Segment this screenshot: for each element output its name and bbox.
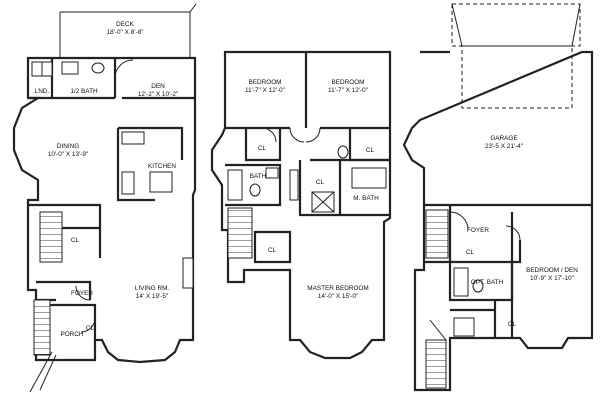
mbath-label: M. BATH — [353, 195, 379, 202]
den-dim: 12'-2" X 10'-2" — [138, 91, 178, 98]
kitchen-counter — [121, 131, 145, 145]
half-bath-label: 1/2 BATH — [70, 88, 98, 95]
water-heater — [453, 317, 475, 337]
master-dim: 14'-0" X 15'-0" — [318, 293, 358, 300]
toilet — [337, 145, 349, 159]
shower-mark — [311, 191, 335, 213]
bath-walls — [225, 163, 282, 207]
door-swing — [505, 225, 521, 241]
foyer-walls — [424, 205, 522, 264]
bedroom-den-dim: 10'-9" X 17'-10" — [530, 275, 574, 282]
door-swing — [261, 127, 277, 143]
closet-left-label: CL — [258, 145, 267, 152]
fireplace — [182, 257, 194, 289]
door-swing — [289, 127, 305, 143]
dining-label: DINING — [57, 143, 79, 150]
tub — [351, 167, 387, 189]
bedroom-b-dim: 11'-7" X 12'-0" — [328, 87, 368, 94]
closet-label: CL — [71, 237, 80, 244]
bedroom-a-label: BEDROOM — [248, 79, 281, 86]
entry-stairs — [425, 339, 447, 389]
second-floor-plan: BEDROOM 11'-7" X 12'-0" BEDROOM 11'-7" X… — [210, 50, 392, 360]
stair-rail — [29, 351, 57, 393]
lower-closet-walls — [253, 230, 292, 264]
closet-left-label: CL — [466, 249, 475, 256]
den-label: DEN — [151, 83, 165, 90]
bedroom-b-label: BEDROOM — [331, 79, 364, 86]
living-label: LIVING RM. — [135, 285, 170, 292]
living-dim: 14' X 19'-5" — [136, 293, 168, 300]
stairs — [425, 209, 449, 259]
porch-label: PORCH — [60, 331, 83, 338]
tub — [453, 267, 469, 297]
closet-lower-label: CL — [268, 247, 277, 254]
ground-floor-plan: GARAGE 23'-5 X 21'-4" FOYER CL OPT. BATH… — [402, 3, 594, 392]
porch-stairs — [33, 299, 51, 356]
dining-dim: 10'-0" X 13'-9" — [48, 151, 88, 158]
sink — [61, 61, 79, 75]
garage-door-track — [461, 45, 573, 109]
kitchen-walls — [116, 126, 184, 202]
toilet — [249, 183, 261, 197]
second-floor-outline — [210, 50, 392, 360]
kitchen-island — [149, 171, 173, 193]
door-swing — [305, 127, 321, 143]
door-swing — [449, 211, 469, 231]
door-swing — [75, 285, 91, 301]
bedroom-den-label: BEDROOM / DEN — [526, 267, 578, 274]
foyer-label: FOYER — [467, 227, 489, 234]
closet-walls — [244, 128, 390, 162]
stair-rail — [429, 319, 447, 341]
kitchen-label: KITCHEN — [148, 163, 176, 170]
door-swing — [80, 317, 96, 333]
stair-walls — [28, 203, 102, 258]
closet-walls — [450, 300, 497, 338]
stairs — [227, 207, 253, 259]
bath-label: BATH — [250, 173, 267, 180]
toilet — [472, 279, 484, 293]
closet-bottom-label: CL — [508, 321, 517, 328]
bedroom-a-dim: 11'-7" X 12'-0" — [245, 87, 285, 94]
door-swing — [114, 59, 134, 79]
first-floor-outline — [12, 56, 197, 364]
deck-edge — [189, 3, 197, 13]
range — [121, 171, 135, 195]
toilet — [91, 62, 105, 74]
garage-label: GARAGE — [490, 135, 517, 142]
ground-floor-outline — [402, 50, 594, 392]
laundry-label: LND. — [35, 88, 50, 95]
vanity — [289, 169, 299, 201]
garage-door-overhead — [451, 3, 581, 47]
master-label: MASTER BEDROOM — [307, 285, 368, 292]
sink — [265, 167, 279, 179]
garage-dim: 23'-5 X 21'-4" — [485, 143, 523, 150]
small-closet-label: CL — [86, 325, 95, 332]
first-floor-plan: DECK 18'-0" X 8'-8" LND. 1/2 BATH DEN 12… — [12, 3, 197, 393]
opt-bath-label: OPT. BATH — [471, 279, 504, 286]
washer — [31, 61, 43, 77]
door-lines — [451, 3, 581, 47]
stairs — [39, 211, 63, 263]
dryer — [41, 61, 53, 77]
deck-label: DECK — [116, 21, 134, 28]
porch-walls — [50, 303, 97, 340]
closet-right-label: CL — [366, 147, 375, 154]
foyer-label: FOYER — [71, 290, 93, 297]
tub — [227, 169, 243, 201]
hall-walls — [298, 158, 390, 217]
deck-dim: 18'-0" X 8'-8" — [107, 29, 144, 36]
closet-mid-label: CL — [316, 179, 325, 186]
